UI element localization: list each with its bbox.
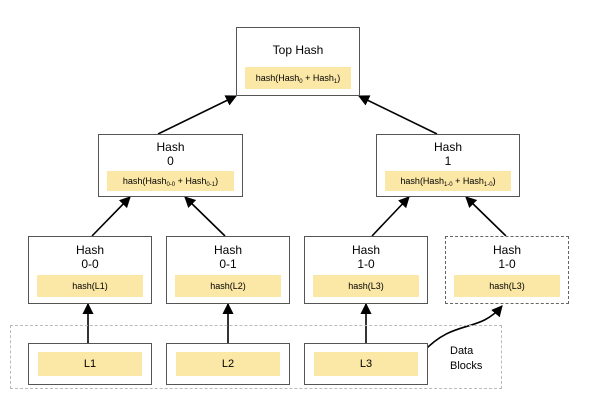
edge-hash10dup-to-hash1 xyxy=(465,196,507,237)
node-title: Hash xyxy=(351,243,380,257)
hash-0-1-node: Hash 0-1 hash(L2) xyxy=(166,236,290,304)
node-title: Hash xyxy=(213,243,242,257)
node-title: Hash xyxy=(75,243,104,257)
hash-formula: hash(Hash0 + Hash1) xyxy=(245,67,351,89)
node-title: Hash xyxy=(492,243,521,257)
node-title: Hash xyxy=(433,140,462,154)
data-block-l1: L1 xyxy=(28,343,152,385)
hash-formula: hash(L2) xyxy=(175,275,281,297)
hash-formula: hash(Hash0-0 + Hash0-1) xyxy=(107,171,234,191)
block-label: L3 xyxy=(314,352,418,376)
hash-formula: hash(Hash1-0 + Hash1-0) xyxy=(385,171,511,191)
data-blocks-region xyxy=(10,325,502,389)
node-index: 0 xyxy=(167,154,174,168)
edge-hash10-to-hash1 xyxy=(371,196,410,237)
hash-1-0-node: Hash 1-0 hash(L3) xyxy=(304,236,428,304)
edge-hash01-to-hash0 xyxy=(184,196,226,237)
hash-formula: hash(L3) xyxy=(454,275,560,297)
data-block-l2: L2 xyxy=(166,343,290,385)
hash-1-node: Hash 1 hash(Hash1-0 + Hash1-0) xyxy=(376,134,520,197)
hash-0-node: Hash 0 hash(Hash0-0 + Hash0-1) xyxy=(98,134,243,197)
edge-hash00-to-hash0 xyxy=(91,196,131,237)
data-blocks-label: Data Blocks xyxy=(450,345,483,372)
node-index: 1-0 xyxy=(357,257,375,271)
data-block-l3: L3 xyxy=(304,343,428,385)
hash-formula: hash(L1) xyxy=(37,275,143,297)
hash-0-0-node: Hash 0-0 hash(L1) xyxy=(28,236,152,304)
hash-formula: hash(L3) xyxy=(313,275,419,297)
node-index: 0-0 xyxy=(81,257,99,271)
edge-hash0-to-top xyxy=(157,95,238,135)
hash-1-0-duplicate-node: Hash 1-0 hash(L3) xyxy=(445,236,569,304)
node-title: Top Hash xyxy=(272,43,324,57)
block-label: L2 xyxy=(176,352,280,376)
node-index: 1 xyxy=(444,154,452,168)
block-label: L1 xyxy=(38,352,142,376)
node-title: Hash xyxy=(156,140,185,154)
node-index: 1-0 xyxy=(498,257,516,271)
top-hash-node: Top Hash hash(Hash0 + Hash1) xyxy=(236,27,360,96)
edge-l3-to-hash10dup xyxy=(422,305,503,353)
edge-hash1-to-top xyxy=(357,95,438,135)
node-index: 0-1 xyxy=(219,257,237,271)
